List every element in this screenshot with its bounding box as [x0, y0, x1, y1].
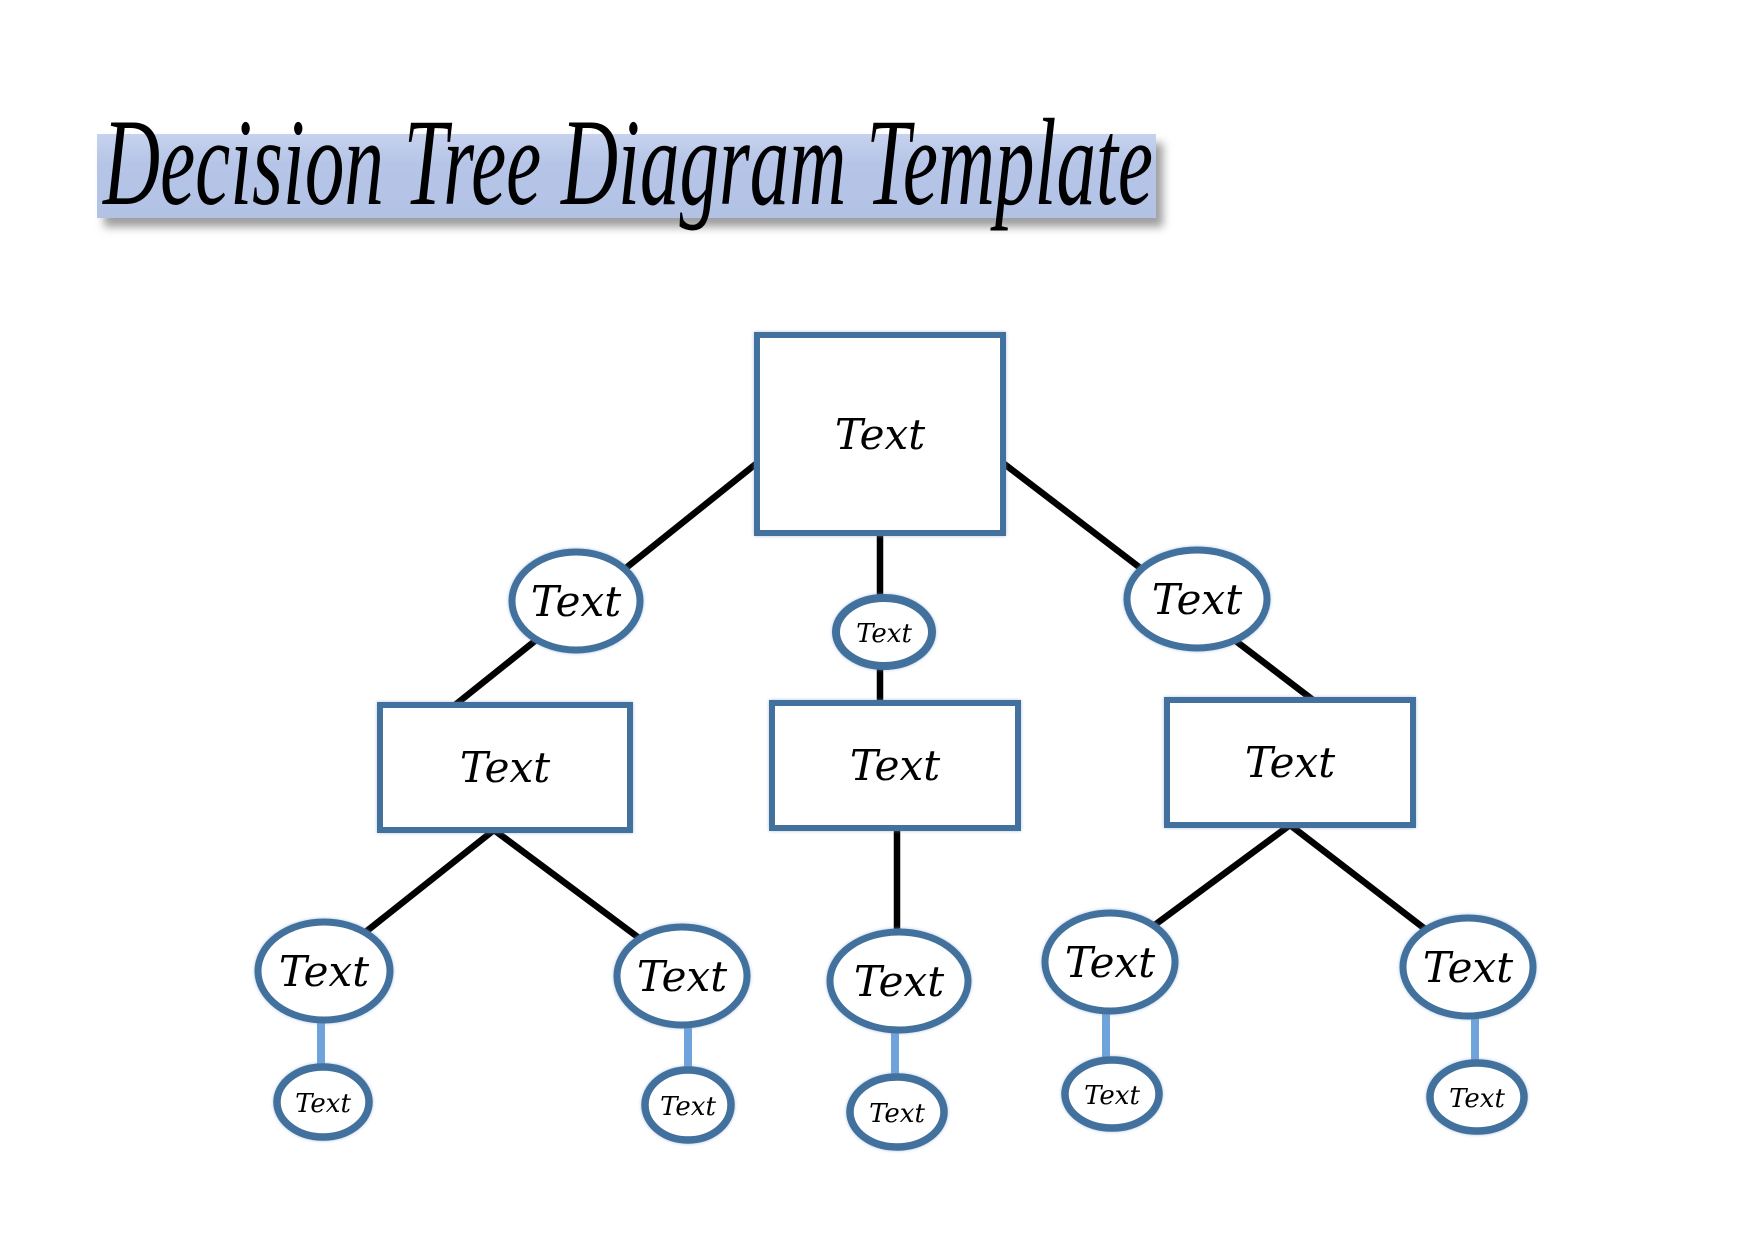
option-box-middle-label: Text [850, 741, 940, 790]
sub-1-label: Text [295, 1089, 351, 1119]
sub-ellipse-1[interactable] [273, 1063, 373, 1141]
sub-5-label: Text [1449, 1084, 1505, 1114]
label-layer: Text Text Text Text Text Text Text Text … [279, 410, 1513, 1129]
leaf-3-label: Text [854, 957, 944, 1006]
sub-2-label: Text [660, 1092, 716, 1122]
decision-ellipse-right[interactable] [1123, 546, 1271, 652]
leaf-4-label: Text [1065, 938, 1155, 987]
title-highlight-band [97, 134, 1156, 218]
leaf-5-label: Text [1423, 943, 1513, 992]
node-layer [254, 332, 1537, 1151]
option-box-left-label: Text [460, 743, 550, 792]
leaf-ellipse-5[interactable] [1399, 914, 1537, 1020]
decision-ellipse-left[interactable] [508, 548, 644, 654]
decision-ellipse-middle[interactable] [832, 594, 936, 670]
sub-ellipse-4[interactable] [1061, 1056, 1163, 1132]
sub-4-label: Text [1084, 1081, 1140, 1111]
sub-ellipse-5[interactable] [1426, 1059, 1528, 1135]
decision-left-label: Text [531, 577, 621, 626]
option-box-right[interactable] [1164, 697, 1416, 828]
option-box-right-label: Text [1245, 738, 1335, 787]
leaf-ellipse-4[interactable] [1041, 909, 1179, 1015]
sub-ellipse-2[interactable] [641, 1066, 735, 1144]
leaf-1-label: Text [279, 947, 369, 996]
root-node-label: Text [835, 410, 925, 459]
leaf-ellipse-3[interactable] [826, 928, 972, 1034]
decision-right-label: Text [1152, 575, 1242, 624]
leaf-2-label: Text [637, 952, 727, 1001]
option-box-left[interactable] [377, 702, 633, 833]
leaf-ellipse-2[interactable] [613, 923, 751, 1029]
leaf-ellipse-1[interactable] [254, 918, 394, 1024]
sub-ellipse-3[interactable] [846, 1073, 948, 1151]
root-node-box[interactable] [754, 332, 1006, 536]
sub-3-label: Text [869, 1099, 925, 1129]
page-title: Decision Tree Diagram Template [102, 94, 1153, 231]
option-box-middle[interactable] [769, 700, 1021, 831]
decision-middle-label: Text [856, 619, 912, 649]
